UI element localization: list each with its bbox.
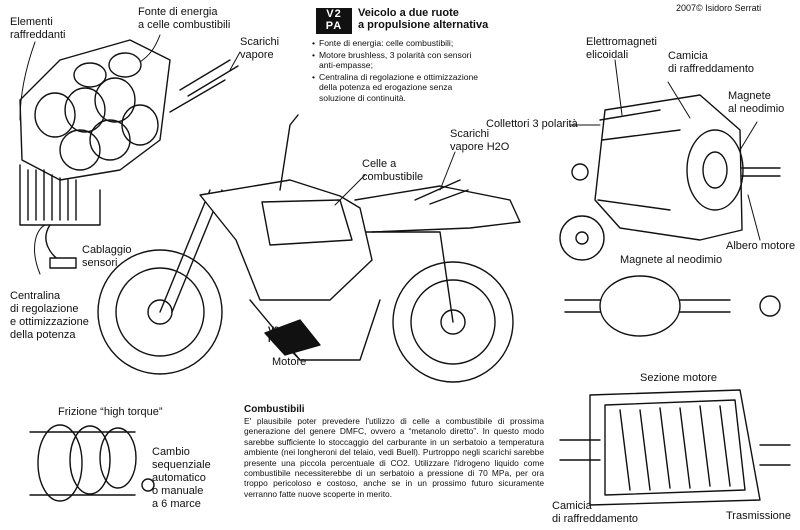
combustibili-body: E' plausibile poter prevedere l'utilizzo… [244, 416, 544, 499]
label-line: o manuale [152, 485, 204, 497]
label-motore: Motore [272, 356, 307, 368]
label-collettori: Collettori 3 polarità [486, 118, 578, 130]
label-line: Cablaggio [82, 244, 132, 256]
label-line: della potenza [10, 329, 76, 341]
label-line: sensori [82, 257, 118, 269]
label-line: Cambio [152, 446, 190, 458]
logo-line2: PA [325, 20, 343, 32]
label-line: combustibile [362, 171, 424, 183]
label-fonte-energia: Fonte di energia a celle combustibili [138, 6, 230, 32]
label-cablaggio: Cablaggio sensori [82, 244, 132, 270]
label-scarichi-h2o: Scarichi vapore H2O [450, 128, 509, 154]
motor-section [559, 389, 791, 506]
label-line: Elettromagneti [586, 36, 657, 48]
combustibili-title: Combustibili [244, 404, 305, 415]
feature-list: Fonte di energia: celle combustibili; Mo… [312, 38, 490, 104]
page-title: Veicolo a due ruote a propulsione altern… [358, 7, 488, 31]
label-centralina: Centralina di regolazione e ottimizzazio… [10, 290, 89, 342]
label-line: Fonte di energia [138, 6, 218, 18]
motor-assembly [559, 94, 781, 337]
label-line: raffreddanti [10, 29, 66, 41]
label-line: di raffreddamento [552, 513, 639, 525]
label-line: Magnete [728, 90, 771, 102]
badge-line: V2 [268, 325, 280, 335]
label-line: Celle a [362, 158, 397, 170]
feature-item: Centralina di regolazione e ottimizzazio… [312, 72, 490, 104]
label-line: di raffreddamento [668, 63, 755, 75]
label-line: sequenziale [152, 459, 211, 471]
label-line: elicoidali [586, 49, 629, 61]
badge-line: PA [268, 334, 280, 344]
fuel-cell-stack [19, 39, 239, 269]
label-line: vapore H2O [450, 141, 510, 153]
label-trasmissione: Trasmissione [726, 510, 791, 522]
feature-item: Motore brushless, 3 polarità con sensori… [312, 50, 490, 71]
label-line: vapore [240, 49, 274, 61]
label-magnete-mid: Magnete al neodimio [620, 254, 723, 266]
label-scarichi-vapore: Scarichi vapore [240, 36, 279, 62]
label-line: a 6 marce [152, 498, 201, 510]
label-line: di regolazione [10, 303, 79, 315]
label-celle-combustibile: Celle a combustibile [362, 158, 423, 184]
label-line: automatico [152, 472, 206, 484]
logo-line1: V2 [326, 8, 342, 20]
label-frizione: Frizione “high torque” [58, 406, 163, 418]
copyright: 2007© Isidoro Serrati [676, 3, 762, 13]
label-line: Camicia [552, 500, 592, 512]
title-line2: a propulsione alternativa [358, 19, 489, 31]
motorcycle [97, 114, 521, 383]
bike-badge: V2 PA [268, 326, 280, 344]
label-line: al neodimio [728, 103, 785, 115]
label-line: a celle combustibili [138, 19, 231, 31]
label-magnete-top: Magnete al neodimio [728, 90, 784, 116]
label-camicia-top: Camicia di raffreddamento [668, 50, 754, 76]
label-line: e ottimizzazione [10, 316, 89, 328]
label-cambio: Cambio sequenziale automatico o manuale … [152, 446, 211, 511]
leader-lines [19, 34, 761, 361]
label-camicia-bottom: Camicia di raffreddamento [552, 500, 638, 526]
v2pa-logo: V2 PA [316, 8, 352, 34]
label-elettromagneti: Elettromagneti elicoidali [586, 36, 657, 62]
label-sezione-motore: Sezione motore [640, 372, 718, 384]
label-line: Camicia [668, 50, 708, 62]
title-line1: Veicolo a due ruote [358, 7, 459, 19]
label-line: Elementi [10, 16, 53, 28]
label-albero-motore: Albero motore [726, 240, 796, 252]
gearbox [29, 424, 155, 502]
label-line: Scarichi [240, 36, 280, 48]
label-elementi-raffreddanti: Elementi raffreddanti [10, 16, 65, 42]
label-line: Centralina [10, 290, 61, 302]
feature-item: Fonte di energia: celle combustibili; [312, 38, 490, 49]
label-line: Scarichi [450, 128, 490, 140]
